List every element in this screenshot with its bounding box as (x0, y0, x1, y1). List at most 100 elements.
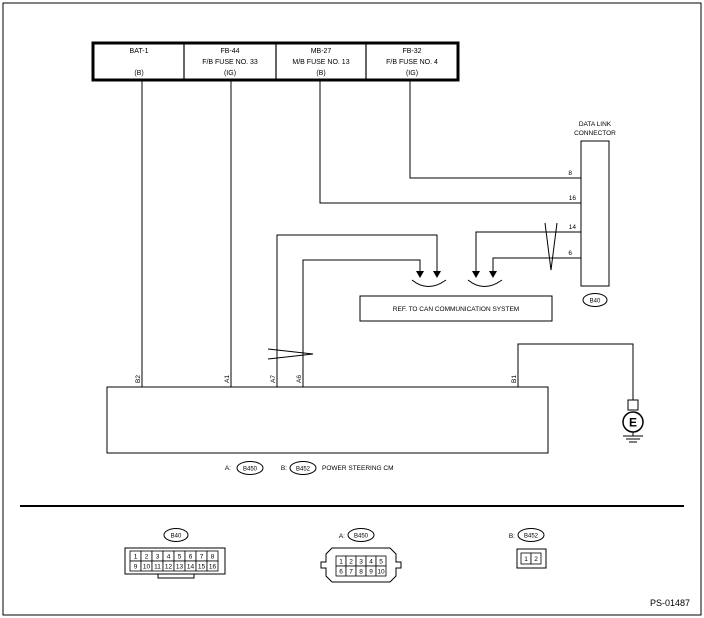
can-connector-arc-right (467, 279, 503, 287)
b40-pin-number: 2 (145, 553, 149, 560)
b40-pin-number: 7 (200, 553, 204, 560)
cm-body (106, 386, 549, 454)
b40-pin-number: 1 (134, 553, 138, 560)
b40-pin-number: 14 (187, 563, 195, 570)
b450-pin-number: 4 (369, 558, 373, 565)
fuse-name: MB-27 (311, 48, 332, 55)
wires (141, 80, 634, 400)
fuse-type: (IG) (224, 70, 236, 77)
fuse-location: M/B FUSE NO. 13 (292, 59, 349, 66)
fuse-name: BAT-1 (130, 48, 149, 55)
b452-pin-number: 1 (524, 556, 528, 563)
can-reference: REF. TO CAN COMMUNICATION SYSTEM (359, 295, 553, 322)
ground-symbol: E (622, 399, 644, 443)
arrow-dlc6 (489, 271, 497, 278)
cm-caption-b-connector: B452 (296, 467, 311, 473)
b452-pin-number: 2 (534, 556, 538, 563)
b450-pin-number: 5 (379, 558, 383, 565)
b40-pin-number: 10 (143, 563, 151, 570)
b452-view-prefix: B: (509, 533, 515, 540)
dlc-pin-label: 14 (569, 224, 577, 231)
cm-caption-b-badge (289, 461, 317, 475)
b450-pin-number: 10 (377, 568, 385, 575)
fuse-header: BAT-1 (B) FB-44 F/B FUSE NO. 33 (IG) MB-… (91, 41, 460, 82)
cm-pin-label: A6 (296, 375, 303, 383)
b452-pin-cell (530, 552, 542, 565)
can-reference-text: REF. TO CAN COMMUNICATION SYSTEM (393, 306, 519, 313)
power-steering-cm: B2 A1 A7 A6 B1 A: B450 B: B452 POWER STE… (106, 375, 549, 475)
figure-id: PS-01487 (650, 598, 690, 608)
twisted-pair-mark-dlc (544, 222, 558, 271)
fuse-mb-27: MB-27 M/B FUSE NO. 13 (B) (292, 48, 349, 77)
cm-pin-label: A7 (270, 375, 277, 383)
cm-pin-label: A1 (224, 375, 231, 383)
can-connector-arc-left (411, 279, 447, 287)
b450-pin-number: 2 (349, 558, 353, 565)
b450-view-badge (347, 528, 375, 542)
ground-label: E (629, 416, 637, 430)
b40-pin-cell (206, 560, 219, 572)
wire-b1-ground (517, 343, 634, 400)
wire-dlc14-can (475, 231, 581, 274)
cm-caption-a-prefix: A: (225, 465, 231, 472)
wire-a6-can (302, 259, 421, 387)
data-link-connector: DATA LINK CONNECTOR 8 16 14 6 B40 (568, 121, 616, 307)
dlc-connector-badge (582, 293, 608, 307)
b452-view-label: B452 (524, 534, 539, 540)
fuse-name: FB-32 (402, 48, 421, 55)
wire-a7-can (276, 234, 438, 387)
b40-pin-number: 3 (156, 553, 160, 560)
fuse-type: (B) (134, 70, 143, 77)
cm-pin-label: B1 (511, 375, 518, 383)
fuse-fb-44: FB-44 F/B FUSE NO. 33 (IG) (202, 48, 258, 77)
b450-view-label: B450 (354, 534, 369, 540)
wire-dlc6-can (492, 257, 581, 274)
fuse-name: FB-44 (220, 48, 239, 55)
cm-caption-name: POWER STEERING CM (322, 465, 394, 472)
fuse-location: F/B FUSE NO. 33 (202, 59, 258, 66)
b40-pin-number: 8 (211, 553, 215, 560)
wire-fb32-dlc8 (409, 80, 581, 179)
fuse-bat-1: BAT-1 (B) (130, 48, 149, 77)
b450-view-prefix: A: (339, 533, 345, 540)
arrow-a7 (433, 271, 441, 278)
dlc-title-line2: CONNECTOR (574, 130, 616, 137)
b40-pin-number: 16 (209, 563, 217, 570)
b450-pin-cell (375, 565, 387, 577)
b450-pin-number: 7 (349, 568, 353, 575)
wire-mb27-dlc16 (319, 80, 581, 204)
cm-pin-label: B2 (135, 375, 142, 383)
dlc-pin-label: 8 (568, 170, 572, 177)
twisted-pair-mark-cm (267, 348, 314, 360)
b450-pin-number: 3 (359, 558, 363, 565)
b450-pin-number: 9 (369, 568, 373, 575)
can-reference-box (359, 295, 553, 322)
dlc-connector-label: B40 (590, 299, 601, 305)
dlc-body (580, 140, 610, 287)
dlc-pin-label: 16 (569, 195, 577, 202)
b40-pin-number: 13 (176, 563, 184, 570)
fuse-type: (IG) (406, 70, 418, 77)
fuse-type: (B) (316, 70, 325, 77)
b40-view-latch (157, 573, 195, 579)
b40-pin-number: 15 (198, 563, 206, 570)
cm-caption-a-connector: B450 (243, 467, 258, 473)
b40-pin-number: 9 (134, 563, 138, 570)
cm-caption-b-prefix: B: (281, 465, 287, 472)
b40-pin-number: 12 (165, 563, 173, 570)
b40-pin-number: 4 (167, 553, 171, 560)
dlc-title-line1: DATA LINK (579, 121, 612, 128)
b450-pin-number: 8 (359, 568, 363, 575)
b40-view-label: B40 (171, 534, 182, 540)
dlc-pin-label: 6 (568, 250, 572, 257)
b40-pin-number: 11 (154, 563, 161, 570)
b40-pin-number: 6 (189, 553, 193, 560)
fuse-fb-32: FB-32 F/B FUSE NO. 4 (IG) (386, 48, 438, 77)
